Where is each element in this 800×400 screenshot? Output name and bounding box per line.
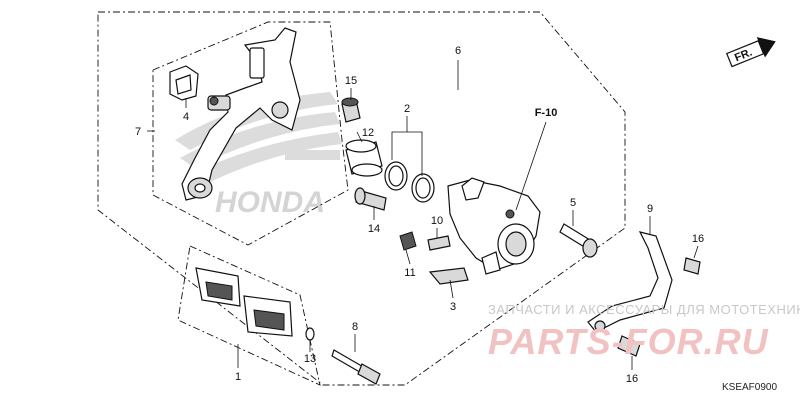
callout-2: 2 (404, 103, 410, 115)
callout-12: 12 (362, 127, 374, 139)
group-outline-6 (97, 11, 626, 386)
part-2-seals (384, 161, 435, 203)
diagram-code: KSEAF0900 (722, 382, 777, 393)
part-3-spring (428, 267, 469, 285)
callout-7: 7 (135, 126, 141, 138)
part-9-stopper (587, 231, 673, 333)
part-6-caliper (447, 177, 541, 275)
watermark-line2: PARTS-FOR.RU (488, 321, 769, 362)
part-11-cap (399, 231, 417, 251)
part-8-pin (331, 349, 381, 385)
part-4-clip (169, 65, 199, 101)
part-5-bolt (559, 223, 598, 258)
callout-8: 8 (352, 321, 358, 333)
callout-4: 4 (183, 111, 189, 123)
callout-16-upper: 16 (692, 233, 704, 245)
part-7-bracket (181, 27, 301, 201)
group-outline-7 (152, 21, 349, 246)
callout-16-lower: 16 (626, 373, 638, 385)
group-outline-1 (177, 245, 321, 386)
part-1-pads (195, 267, 293, 337)
callout-5: 5 (570, 197, 576, 209)
callout-14: 14 (368, 223, 380, 235)
callout-13: 13 (304, 353, 316, 365)
part-13-clip (305, 327, 315, 341)
part-16-bolt-upper (683, 257, 701, 275)
callout-1: 1 (235, 371, 241, 383)
part-15-boot (341, 97, 361, 123)
callout-15: 15 (345, 75, 357, 87)
callout-3: 3 (450, 301, 456, 313)
reference-label: F-10 (535, 107, 558, 119)
part-10-bleeder (427, 235, 451, 251)
callout-6: 6 (455, 45, 461, 57)
watermark-line1: ЗАПЧАСТИ И АКСЕССУАРЫ ДЛЯ МОТОТЕХНИКИ (488, 302, 800, 317)
callout-9: 9 (647, 203, 653, 215)
front-direction-arrow: FR. (725, 37, 776, 68)
leader-lines (147, 60, 699, 370)
part-16-bolt-lower (617, 335, 641, 357)
part-14-pin (354, 187, 387, 211)
callout-10: 10 (431, 215, 443, 227)
honda-logo-text: HONDA (215, 186, 325, 219)
part-12-piston (345, 139, 383, 177)
callout-11: 11 (404, 267, 415, 279)
